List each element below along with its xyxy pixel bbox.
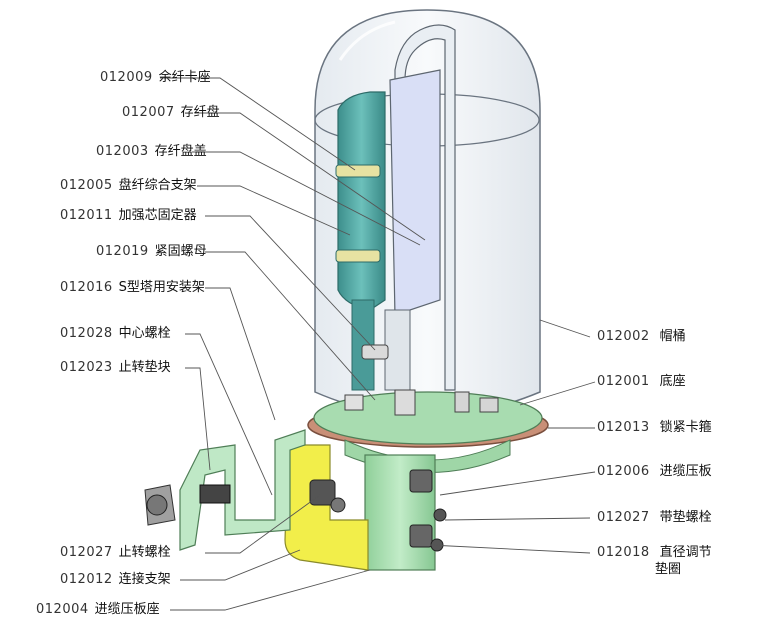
leader-012007 [195,112,426,241]
leader-012001 [519,381,596,406]
leader-012018 [429,544,591,554]
fiber-support-frame [384,24,456,396]
leader-012028 [185,333,273,496]
s-type-tower-bracket [144,429,306,551]
leader-012027a [205,494,321,554]
leader-012011 [205,215,376,351]
fiber-storage-tray [335,91,389,391]
leader-lines [160,77,596,611]
leader-012023 [185,367,211,471]
leader-012006 [439,471,596,496]
connecting-bracket [284,444,369,571]
cable-entry-block [344,439,511,571]
leader-012027b [444,517,591,521]
leader-012002 [539,319,591,338]
leader-012019 [205,251,376,401]
leader-012012 [180,549,301,581]
leader-012003 [192,151,421,246]
leader-012016 [205,287,276,421]
leader-012004 [170,569,371,611]
leader-012009 [160,77,356,171]
base-seat [307,389,549,448]
label-012018-line2: 垫圈 [655,562,682,577]
leader-012005 [197,185,351,236]
